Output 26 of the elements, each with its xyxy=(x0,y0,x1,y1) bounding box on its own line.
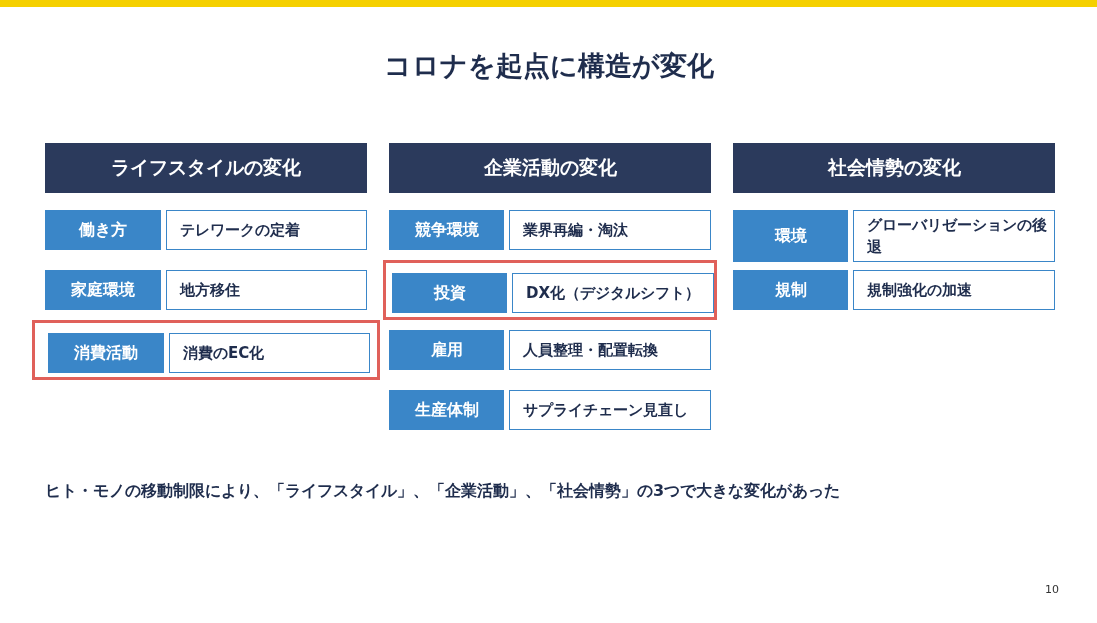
change-box: 業界再編・淘汰 xyxy=(509,210,711,250)
category-label: 生産体制 xyxy=(389,390,504,430)
change-box: テレワークの定着 xyxy=(166,210,367,250)
page-number: 10 xyxy=(1045,583,1059,596)
category-label: 投資 xyxy=(392,273,507,313)
highlight-frame xyxy=(383,260,717,320)
category-label: 競争環境 xyxy=(389,210,504,250)
column-header: 企業活動の変化 xyxy=(389,143,711,193)
category-label: 働き方 xyxy=(45,210,161,250)
caption-text: ヒト・モノの移動制限により、「ライフスタイル」、「企業活動」、「社会情勢」の3つで大きな変化があった xyxy=(45,481,841,502)
category-label: 家庭環境 xyxy=(45,270,161,310)
change-box: 消費のEC化 xyxy=(169,333,370,373)
column-header: ライフスタイルの変化 xyxy=(45,143,367,193)
change-box: グローバリゼーションの後退 xyxy=(853,210,1055,262)
change-box: 人員整理・配置転換 xyxy=(509,330,711,370)
change-box: 地方移住 xyxy=(166,270,367,310)
column-header: 社会情勢の変化 xyxy=(733,143,1055,193)
category-label: 雇用 xyxy=(389,330,504,370)
change-box: サプライチェーン見直し xyxy=(509,390,711,430)
category-label: 消費活動 xyxy=(48,333,164,373)
change-box: DX化（デジタルシフト） xyxy=(512,273,714,313)
slide-title: コロナを起点に構造が変化 xyxy=(382,49,715,83)
category-label: 環境 xyxy=(733,210,848,262)
category-label: 規制 xyxy=(733,270,848,310)
change-box: 規制強化の加速 xyxy=(853,270,1055,310)
highlight-frame xyxy=(32,320,380,380)
